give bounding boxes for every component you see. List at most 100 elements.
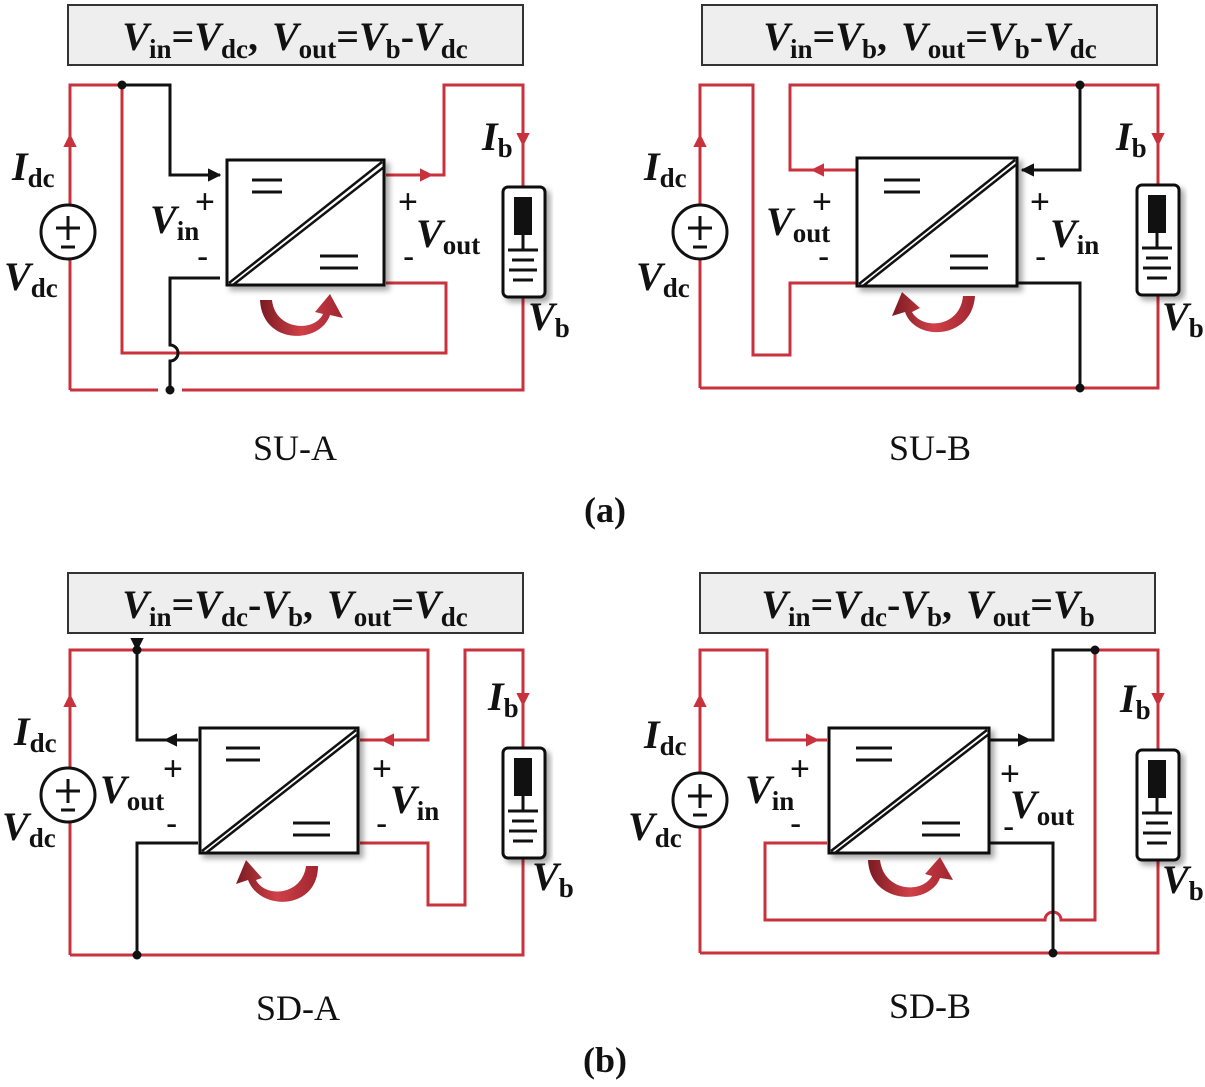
eq2-equals: =	[965, 14, 988, 59]
label-i-dc: Idc	[643, 712, 687, 761]
eq2-lhs-sub: out	[993, 602, 1031, 632]
eq1-minus: -	[887, 582, 900, 627]
junction-dot	[132, 645, 142, 655]
current-path-out	[70, 83, 525, 392]
panel-caption: SD-A	[256, 988, 340, 1028]
current-path-2	[700, 648, 1160, 955]
eq2-lhs-sub: out	[354, 602, 392, 632]
label-i-dc: Idc	[643, 144, 687, 193]
eq1-rhs-sub-1: b	[862, 34, 877, 64]
panel-su-b: Vin=Vb,Vout=Vb-Vdc + - + -	[636, 4, 1204, 468]
power-flow-arrow-icon	[260, 294, 343, 336]
label-v-dc: Vdc	[628, 804, 682, 853]
label-i-b: Ib	[481, 114, 513, 163]
eq2-minus: -	[401, 14, 414, 59]
eq1-rhs-1: V	[194, 14, 224, 59]
current-path-2	[70, 648, 525, 957]
eq2-rhs-sub-1: dc	[441, 602, 468, 632]
eq2-lhs-sub: out	[928, 34, 966, 64]
label-i-b: Ib	[1115, 114, 1147, 163]
eq1-rhs-sub-1: dc	[860, 602, 887, 632]
converter-diagonal	[228, 161, 383, 284]
power-flow-arrow-icon	[236, 860, 318, 902]
output-wire	[990, 648, 1095, 742]
label-v-b: Vb	[532, 854, 574, 903]
eq2-rhs-sub-1: b	[1080, 602, 1095, 632]
eq1-minus: -	[248, 582, 261, 627]
dc-output-symbol	[293, 821, 330, 837]
eq2-rhs-1: V	[359, 14, 389, 59]
battery-icon	[1135, 748, 1181, 862]
vin-plus: +	[372, 750, 392, 788]
label-v-dc: Vdc	[636, 254, 690, 303]
equation-text: Vin=Vdc,Vout=Vb-Vdc	[122, 14, 467, 64]
eq-separator: ,	[248, 14, 258, 59]
junction-dot	[1075, 80, 1085, 90]
dc-voltage-source-icon	[671, 203, 729, 261]
label-v-in: Vin	[150, 197, 199, 246]
eq1-lhs: V	[761, 582, 791, 627]
eq1-lhs-sub: in	[790, 34, 813, 64]
label-i-dc: Idc	[11, 144, 55, 193]
eq2-rhs-1: V	[414, 582, 444, 627]
junction-dot	[1048, 948, 1058, 958]
panel-caption: SU-B	[889, 428, 971, 468]
eq2-lhs: V	[966, 582, 996, 627]
eq2-rhs-1: V	[1053, 582, 1083, 627]
eq1-equals: =	[172, 582, 195, 627]
eq2-rhs-sub-1: b	[386, 34, 401, 64]
subfigure-label-b: (b)	[583, 1040, 627, 1080]
dc-output-symbol	[922, 821, 960, 837]
label-v-dc: Vdc	[2, 804, 56, 853]
eq1-lhs: V	[122, 582, 152, 627]
equation-text: Vin=Vdc-Vb,Vout=Vdc	[122, 582, 467, 632]
eq1-equals: =	[812, 14, 835, 59]
eq2-rhs-1: V	[988, 14, 1018, 59]
converter-diagonal	[205, 733, 359, 854]
label-v-in: Vin	[390, 777, 439, 826]
vout-minus: -	[818, 238, 829, 276]
junction-dot	[117, 80, 127, 90]
equation-box	[701, 4, 1158, 66]
vin-minus: -	[197, 238, 208, 276]
junction-dot	[165, 385, 175, 395]
eq2-lhs: V	[272, 14, 302, 59]
power-flow-arrow-icon	[892, 292, 975, 333]
dc-output-symbol	[950, 254, 988, 270]
eq2-lhs: V	[327, 582, 357, 627]
label-v-in: Vin	[745, 767, 794, 816]
equation-box	[67, 572, 524, 634]
dc-input-symbol	[252, 178, 282, 194]
eq1-lhs-sub: in	[149, 34, 172, 64]
eq2-minus: -	[1030, 14, 1043, 59]
panel-su-a: Vin=Vdc,Vout=Vb-Vdc + - + -	[4, 4, 570, 468]
eq1-rhs-1: V	[835, 14, 865, 59]
battery-icon	[501, 185, 547, 299]
eq1-rhs-2: V	[900, 582, 930, 627]
vout-minus: -	[1003, 808, 1014, 846]
current-path	[698, 83, 857, 388]
eq2-rhs-2: V	[1043, 14, 1073, 59]
vout-plus: +	[163, 750, 183, 788]
vout-minus: -	[166, 805, 177, 843]
label-v-in: Vin	[1050, 211, 1099, 260]
junction-dot	[1090, 645, 1100, 655]
equation-box	[699, 572, 1156, 634]
junction-dot	[132, 950, 142, 960]
label-v-out: Vout	[766, 199, 830, 248]
panel-sd-a: Vin=Vdc-Vb,Vout=Vdc + - + -	[2, 572, 574, 1028]
eq2-rhs-sub-1: b	[1015, 34, 1030, 64]
eq-separator: ,	[942, 582, 952, 627]
vout-plus: +	[398, 183, 418, 221]
label-i-b: Ib	[487, 674, 519, 723]
input-wire	[1020, 85, 1082, 177]
label-i-b: Ib	[1119, 676, 1151, 725]
eq1-equals: =	[172, 14, 195, 59]
current-path	[68, 83, 448, 390]
eq1-lhs-sub: in	[788, 602, 811, 632]
dc-input-symbol	[884, 178, 920, 194]
eq-separator: ,	[303, 582, 313, 627]
eq1-lhs: V	[763, 14, 793, 59]
panel-sd-b: Vin=Vdc-Vb,Vout=Vb + - + -	[628, 572, 1204, 1026]
